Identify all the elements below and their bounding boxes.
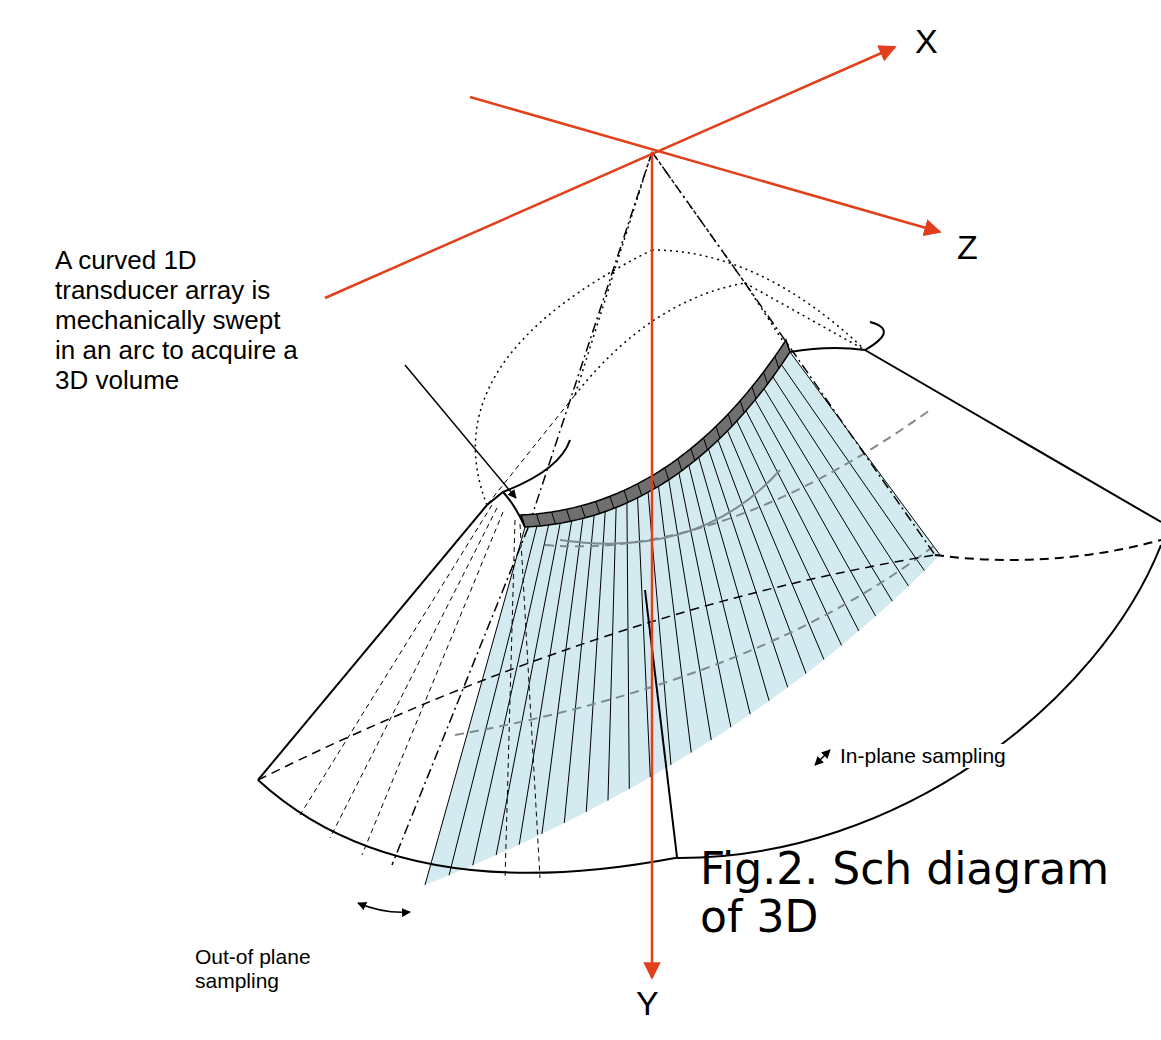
array-element <box>764 372 768 384</box>
array-element <box>521 515 525 527</box>
scan-line <box>627 503 629 789</box>
sampling-label: Out-of plane sampling <box>195 945 345 993</box>
axis-label: X <box>915 22 938 61</box>
scan-line <box>564 515 594 823</box>
scan-line <box>586 512 605 812</box>
array-element <box>752 387 756 399</box>
out-of-plane-lines <box>300 395 575 880</box>
array-element <box>728 414 732 426</box>
scan-line <box>638 498 651 777</box>
scan-line <box>728 431 824 660</box>
leader-line <box>405 365 516 498</box>
figure-caption: Fig.2. Sch diagram of 3D <box>700 845 1140 940</box>
scan-line <box>542 518 583 834</box>
image-plane <box>425 352 940 885</box>
scan-line <box>669 480 712 740</box>
scan-line <box>737 421 842 645</box>
axes <box>325 47 940 978</box>
array-element <box>581 506 585 518</box>
scan-line <box>764 389 892 602</box>
axis-label: Z <box>957 228 978 267</box>
array-element <box>552 512 556 524</box>
array-element <box>740 401 744 413</box>
scan-line <box>773 377 909 586</box>
scan-line <box>746 411 859 631</box>
array-element <box>610 496 614 508</box>
array-element <box>624 490 628 502</box>
array-element <box>536 514 540 526</box>
scan-line <box>781 365 924 571</box>
scan-line <box>473 525 549 865</box>
array-element <box>716 426 720 438</box>
scan-line <box>689 465 750 714</box>
array-element <box>691 449 695 461</box>
image-plane-fill <box>425 352 940 885</box>
array-element <box>703 438 707 450</box>
out-of-plane-arrow <box>358 903 410 912</box>
array-element <box>678 459 682 471</box>
array-element <box>665 468 669 480</box>
scan-line <box>519 521 571 845</box>
scan-line <box>658 486 691 752</box>
scan-line <box>679 473 731 727</box>
array-element <box>596 501 600 513</box>
array-element <box>786 340 790 352</box>
callout-note: A curved 1D transducer array is mechanic… <box>55 245 305 395</box>
volume-outline <box>258 322 1161 873</box>
scan-line <box>449 526 537 875</box>
array-band <box>521 340 790 527</box>
sampling-label: In-plane sampling <box>838 744 1008 768</box>
array-element <box>775 356 779 368</box>
in-plane-arrow <box>815 750 830 765</box>
volume-inner-arc <box>258 555 935 780</box>
axis-label: Y <box>636 984 659 1023</box>
volume-back-arc <box>935 540 1161 560</box>
array-element <box>638 484 642 496</box>
scan-line <box>699 457 769 700</box>
scan-line <box>608 507 616 800</box>
transducer-array <box>521 340 790 527</box>
array-element <box>566 509 570 521</box>
volume-edge <box>645 590 677 857</box>
scan-line <box>496 523 560 855</box>
